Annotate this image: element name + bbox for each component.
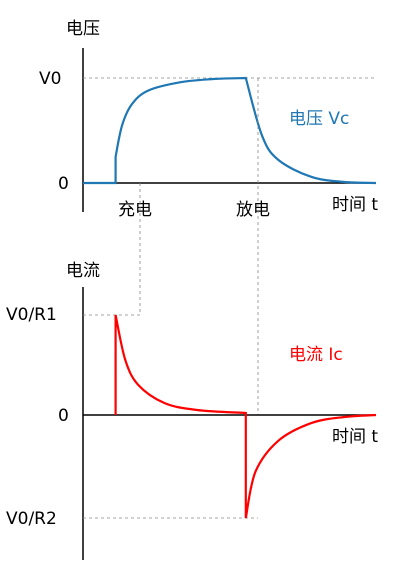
- current-series-label: 电流 Ic: [289, 345, 343, 365]
- voltage-ytick-zero: 0: [58, 174, 69, 194]
- voltage-ytick-v0: V0: [39, 69, 61, 89]
- voltage-series-line: [83, 76, 377, 185]
- current-ylabel: 电流: [66, 261, 100, 281]
- voltage-ylabel: 电压: [66, 19, 100, 39]
- discharge-marker-label: 放电: [236, 200, 270, 220]
- voltage-series-label: 电压 Vc: [289, 109, 349, 129]
- current-ytick-zero: 0: [58, 406, 69, 426]
- current-ytick-r1: V0/R1: [6, 305, 57, 325]
- current-xlabel: 时间 t: [332, 427, 378, 447]
- voltage-xlabel: 时间 t: [332, 195, 378, 215]
- charge-marker-label: 充电: [118, 200, 152, 220]
- current-ytick-r2: V0/R2: [6, 509, 57, 529]
- current-series-line: [114, 314, 377, 519]
